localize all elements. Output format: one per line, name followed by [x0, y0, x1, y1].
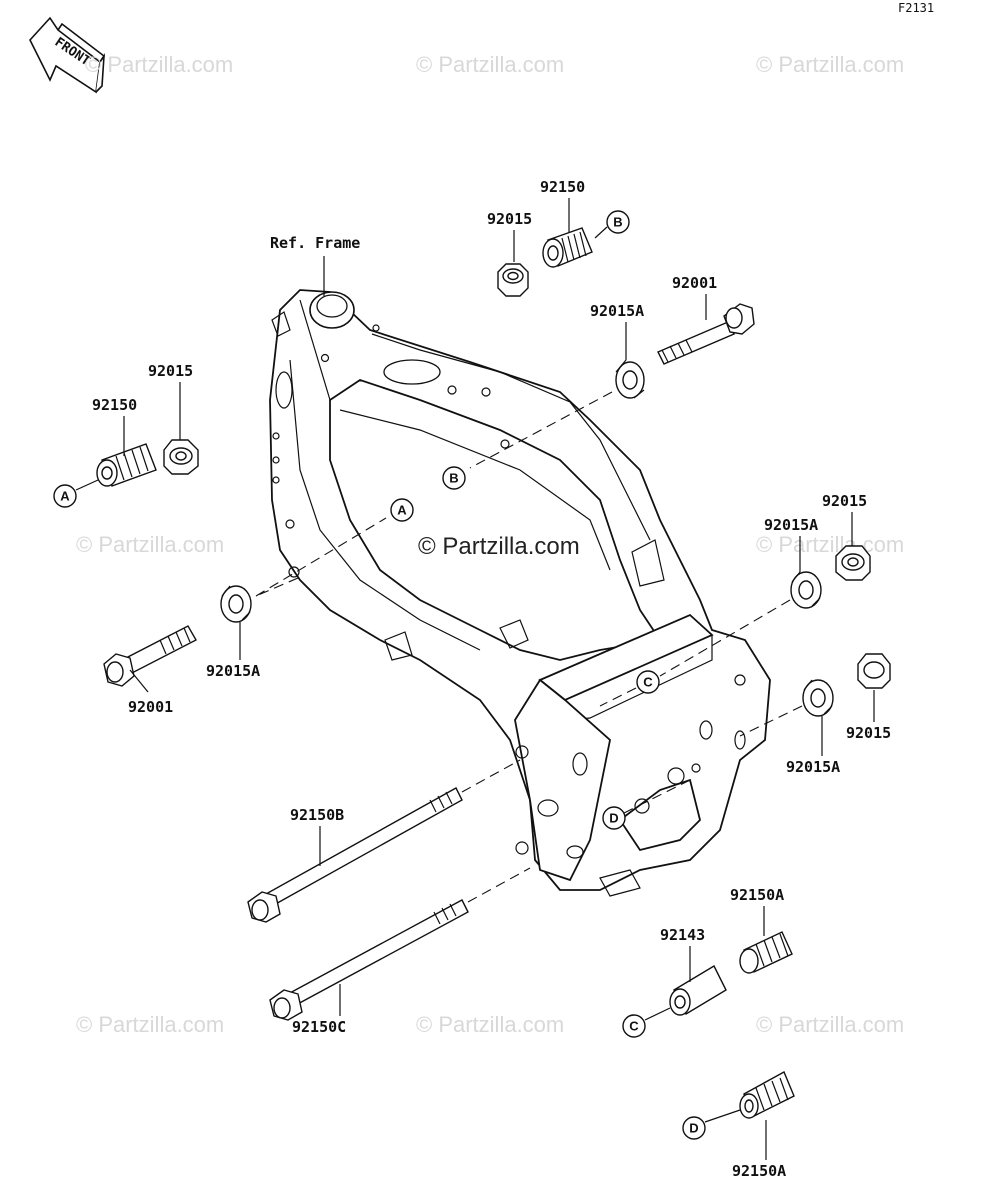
- part-number-label: 92001: [672, 274, 717, 292]
- motorcycle-frame: [269, 289, 771, 897]
- bushing-left: [96, 443, 157, 487]
- nut-right-upper: [835, 545, 871, 581]
- bushing-a-upper: [739, 931, 793, 974]
- collar-right-upper: [790, 571, 822, 609]
- part-number-label: 92150C: [292, 1018, 346, 1036]
- long-bolt-c: [269, 899, 469, 1021]
- part-number-label: 92015: [846, 724, 891, 742]
- callout-d-label: D: [609, 811, 618, 826]
- callout-b-label: B: [613, 215, 622, 230]
- part-number-label: 92150: [92, 396, 137, 414]
- center-watermark: © Partzilla.com: [418, 533, 580, 560]
- part-number-label: 92015A: [206, 662, 260, 680]
- callout-c-label: C: [643, 675, 653, 690]
- part-number-label: 92015: [487, 210, 532, 228]
- bushing-top: [542, 227, 593, 268]
- callout-b: [606, 210, 630, 234]
- callout-c: [622, 1014, 646, 1038]
- part-number-label: 92150A: [730, 886, 784, 904]
- front-arrow-icon: FRONT: [29, 16, 106, 94]
- part-number-label: 92150A: [732, 1162, 786, 1180]
- spacer: [669, 965, 727, 1016]
- callout-a-label: A: [60, 489, 70, 504]
- callout-d-label: D: [689, 1121, 698, 1136]
- figure-code: F2131: [898, 1, 934, 15]
- callout-d: [682, 1116, 706, 1140]
- watermark: © Partzilla.com: [756, 52, 904, 77]
- part-number-label: 92015: [822, 492, 867, 510]
- callout-a: [53, 484, 77, 508]
- part-number-label: 92143: [660, 926, 705, 944]
- watermark: © Partzilla.com: [756, 532, 904, 557]
- watermark: © Partzilla.com: [85, 52, 233, 77]
- part-number-label: 92015: [148, 362, 193, 380]
- bolt-top: [657, 303, 755, 365]
- watermark: © Partzilla.com: [416, 52, 564, 77]
- callout-c: [636, 670, 660, 694]
- part-number-label: 92001: [128, 698, 173, 716]
- part-number-label: 92015A: [764, 516, 818, 534]
- collar-right-lower: [802, 679, 834, 717]
- part-number-label: 92150B: [290, 806, 344, 824]
- nut-top: [497, 263, 529, 297]
- callout-d: [602, 806, 626, 830]
- long-bolt-b: [247, 787, 463, 923]
- watermark: © Partzilla.com: [76, 1012, 224, 1037]
- callout-c-label: C: [629, 1019, 639, 1034]
- watermark: © Partzilla.com: [416, 1012, 564, 1037]
- nut-left: [163, 439, 199, 475]
- part-number-label: 92015A: [786, 758, 840, 776]
- watermark: © Partzilla.com: [756, 1012, 904, 1037]
- callout-b: [442, 466, 466, 490]
- part-number-label: 92150: [540, 178, 585, 196]
- ref-frame-label: Ref. Frame: [270, 234, 360, 252]
- callout-a-label: A: [397, 503, 407, 518]
- collar-left: [220, 585, 252, 623]
- watermark: © Partzilla.com: [76, 532, 224, 557]
- bushing-a-lower: [739, 1071, 795, 1119]
- callout-b-label: B: [449, 471, 458, 486]
- part-number-label: 92015A: [590, 302, 644, 320]
- collar-top: [615, 359, 645, 399]
- callout-a: [390, 498, 414, 522]
- nut-right-lower: [857, 653, 891, 689]
- bolt-left: [103, 625, 197, 687]
